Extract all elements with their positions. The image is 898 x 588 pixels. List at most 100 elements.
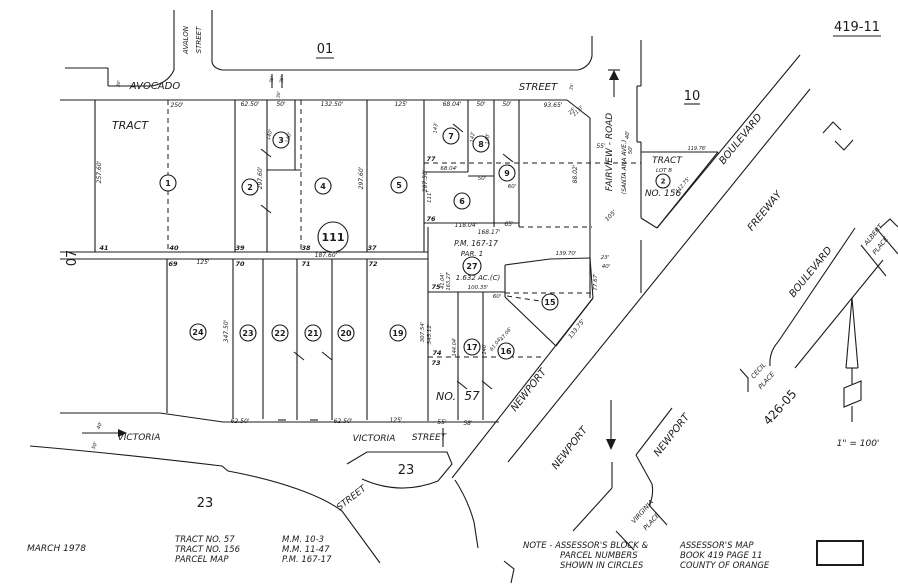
parcel-number-19: 19 (392, 329, 404, 338)
street-label: STREET (519, 82, 558, 93)
dimension-label: 30' (275, 91, 282, 99)
map-line (589, 257, 594, 299)
parcel-circle-8 (472, 135, 490, 153)
dimension-label: 55' (596, 143, 606, 150)
lot-number: 73 (431, 359, 441, 367)
road-path (648, 483, 654, 506)
adjacent-sheet-ref: 10 (684, 89, 701, 104)
dimension-label: 40' (625, 131, 631, 140)
dimension-label: 55' (437, 419, 447, 426)
tract-label: NO. 156 (645, 189, 682, 199)
tract-label: LOT B (656, 168, 672, 174)
map-line (481, 380, 493, 390)
parcel-number-6: 6 (459, 197, 465, 206)
map-line (452, 123, 464, 133)
parcel-circle-2 (241, 178, 259, 196)
dimension-label: 50' (91, 441, 99, 450)
parcel-circle-21 (304, 324, 322, 342)
parcel-circle-111 (317, 221, 349, 253)
parcel-circle-6 (453, 192, 471, 210)
note-line: NOTE - ASSESSOR'S BLOCK & (523, 541, 648, 551)
street-label: FAIRVIEW - ROAD (605, 113, 615, 192)
tract-label: P.M. 167-17 (454, 239, 498, 248)
street-label: AVOCADO (129, 81, 181, 92)
tract-label: NO. (436, 390, 456, 403)
map-line (321, 351, 333, 361)
dimension-label: 23' (601, 255, 610, 261)
dimension-label: 62.50' (334, 418, 353, 425)
dimension-label: 50' (502, 101, 512, 108)
road-path (454, 479, 479, 549)
dimension-label: 68.04' (443, 101, 462, 108)
parcel-circle-23 (239, 324, 257, 342)
parcel-circle-5 (390, 176, 408, 194)
map-line (635, 407, 673, 456)
dimension-label: 125' (196, 259, 209, 266)
parcel-number-3: 3 (278, 136, 284, 145)
parcel-circle-27 (462, 256, 482, 276)
dimension-label: 297.60' (358, 166, 365, 189)
dimension-label: 140' (285, 132, 294, 144)
dimension-label: 187.60' (315, 252, 338, 259)
dimension-label: 60' (493, 294, 502, 300)
road-path (822, 121, 842, 134)
road-path (739, 368, 749, 392)
parcel-number-9: 9 (504, 169, 510, 178)
parcel-circle-15 (541, 293, 559, 311)
parcel-number-23: 23 (242, 329, 253, 338)
dimension-label: 168.17' (478, 229, 501, 236)
dimension-label: 132.50' (321, 101, 344, 108)
parcel-circle-2 (655, 173, 671, 189)
map-line (572, 487, 613, 532)
tract-label: 1.632 AC.(C) (456, 274, 501, 282)
dimension-label: 125' (389, 417, 402, 424)
parcel-number-5: 5 (396, 181, 402, 190)
dimension-label: 68.04' (440, 166, 457, 172)
lot-number: 41 (99, 244, 108, 252)
road-path (816, 540, 864, 566)
dimension-label: 93.65' (544, 102, 563, 109)
map-line (293, 351, 305, 361)
lot-number: 37 (367, 244, 377, 252)
dimension-label: 100.35' (468, 285, 489, 291)
dimension-label: 133.75' (567, 318, 587, 340)
dimension-label: 105' (604, 209, 618, 223)
dimension-label: 25' (278, 76, 285, 84)
map-line (635, 454, 653, 485)
street-label: BOULEVARD (787, 245, 834, 300)
street-label: VICTORIA (353, 434, 396, 444)
parcel-circle-4 (314, 177, 332, 195)
dimension-label: 50' (628, 146, 634, 155)
date-label: MARCH 1978 (27, 544, 86, 554)
lot-number: 38 (301, 244, 311, 252)
parcel-number-1: 1 (165, 179, 171, 188)
tract-label: TRACT (112, 119, 150, 132)
dimension-label: 50' (476, 101, 486, 108)
dimension-label: 65' (504, 221, 514, 228)
parcel-number-7: 7 (448, 132, 454, 141)
road-path (834, 139, 854, 151)
sheet-ref: 419-11 (834, 20, 880, 35)
dimension-label: 142' (470, 131, 477, 142)
attribution-line: ASSESSOR'S MAP (679, 541, 754, 551)
road-path (211, 61, 223, 71)
parcel-circle-1 (159, 174, 177, 192)
lot-number: 77 (426, 155, 436, 163)
dimension-label: 25' (268, 76, 275, 84)
street-label: VICTORIA (118, 433, 161, 443)
legend-ref: M.M. 10-3 (282, 535, 324, 545)
dimension-label: 297.50' (422, 169, 429, 192)
street-label: STREET (412, 433, 448, 443)
parcel-number-20: 20 (340, 329, 352, 338)
parcel-circle-17 (463, 338, 481, 356)
map-line (502, 153, 514, 163)
legend-name: TRACT NO. 57 (175, 535, 235, 545)
dimension-label: 250' (170, 102, 183, 109)
street-label: NEWPORT (550, 424, 590, 471)
parcel-number-21: 21 (307, 329, 319, 338)
lot-number: 71 (301, 260, 310, 268)
parcel-number-8: 8 (478, 140, 484, 149)
parcel-number-24: 24 (192, 328, 204, 337)
map-line (640, 217, 658, 229)
